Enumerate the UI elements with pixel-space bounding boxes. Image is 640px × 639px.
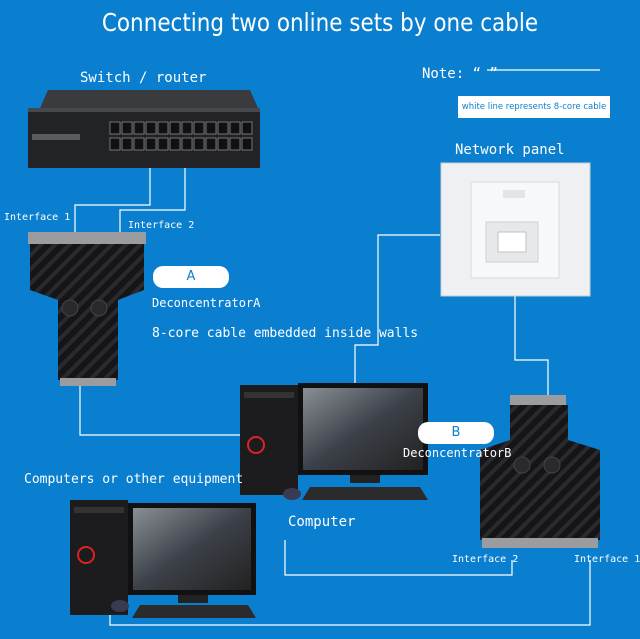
switch-port — [157, 137, 169, 151]
switch-port — [145, 137, 157, 151]
switch-port — [217, 137, 229, 151]
interface-2-label-top: Interface 2 — [128, 220, 195, 231]
switch-port — [205, 121, 217, 135]
rj45-splitter-icon — [28, 232, 146, 386]
switch-port — [229, 137, 241, 151]
computers-or-other-equipment-label: Computers or other equipment — [24, 472, 244, 487]
wall-network-panel-icon — [440, 162, 591, 297]
switch-port — [157, 121, 169, 135]
badge-a: A — [153, 266, 229, 288]
cable-b-to-computer — [284, 540, 513, 576]
switch-port — [193, 137, 205, 151]
computer-label: Computer — [288, 514, 356, 530]
cable-switch-to-interface1 — [74, 160, 151, 235]
switch-port — [241, 137, 253, 151]
switch-port — [193, 121, 205, 135]
cable-embedded-label: 8-core cable embedded inside walls — [152, 326, 419, 341]
switch-port — [205, 137, 217, 151]
badge-b: B — [418, 422, 494, 444]
interface-1-label-bottom: Interface 1 — [574, 554, 640, 565]
switch-port — [133, 121, 145, 135]
note-text: white line represents 8-core cable — [461, 102, 607, 112]
switch-port — [109, 121, 121, 135]
desktop-computer-icon — [70, 500, 256, 618]
switch-port — [181, 121, 193, 135]
diagram-title: Connecting two online sets by one cable — [101, 8, 539, 37]
switch-port — [121, 121, 133, 135]
interface-2-label-bottom: Interface 2 — [452, 554, 519, 565]
switch-router-label: Switch / router — [80, 70, 207, 86]
rj45-splitter-icon — [480, 395, 600, 548]
switch-port — [241, 121, 253, 135]
deconcentrator-b-label: DeconcentratorB — [403, 446, 512, 460]
switch-port — [109, 137, 121, 151]
note-label: Note: “ ” — [422, 66, 498, 82]
switch-port — [169, 137, 181, 151]
cable-b-to-computers — [109, 560, 591, 626]
switch-port — [169, 121, 181, 135]
switch-port — [133, 137, 145, 151]
cable-panel-to-b — [514, 290, 549, 395]
interface-1-label-top: Interface 1 — [4, 212, 71, 223]
switch-port — [181, 137, 193, 151]
switch-port — [229, 121, 241, 135]
switch-port — [145, 121, 157, 135]
switch-port — [121, 137, 133, 151]
cable-wall — [79, 234, 440, 436]
note-text-box: white line represents 8-core cable — [458, 96, 610, 118]
network-panel-label: Network panel — [455, 142, 565, 158]
desktop-computer-icon — [240, 383, 428, 500]
network-switch-icon — [28, 90, 260, 168]
cable-lines — [74, 69, 600, 626]
cable-switch-to-interface2 — [119, 160, 186, 235]
deconcentrator-a-label: DeconcentratorA — [152, 296, 261, 310]
switch-port — [217, 121, 229, 135]
